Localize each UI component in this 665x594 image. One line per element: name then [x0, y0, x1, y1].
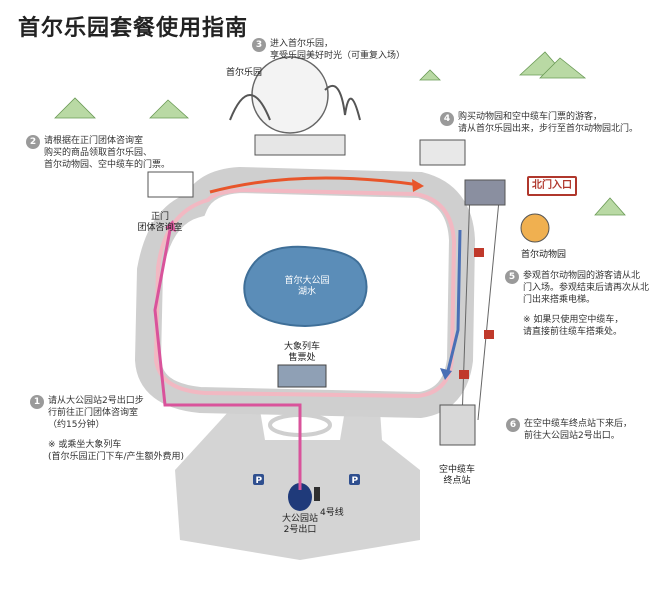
elephant-train-track [153, 187, 457, 399]
lake-label: 首尔大公园 湖水 [284, 276, 330, 297]
lake [243, 245, 368, 328]
main-gate-building [147, 171, 194, 198]
seoul-land-label: 首尔乐园 [226, 68, 263, 78]
main-gate-label: 正门 团体咨询室 [137, 212, 183, 233]
zoo-building [419, 139, 466, 166]
route-step1 [153, 229, 302, 490]
step-1-number: 1 [30, 395, 44, 409]
route-step6 [445, 229, 462, 376]
cable-line-right [477, 189, 501, 421]
cable-terminal-building [439, 404, 476, 446]
zoo-label: 首尔动物园 [521, 250, 567, 260]
step-2-text: 请根据在正门团体咨询室 购买的商品领取首尔乐园、 首尔动物园、空中缆车的门票。 [44, 136, 171, 170]
cable-car-icon [474, 248, 484, 257]
parking-sign-right [349, 474, 360, 485]
step-6-text: 在空中缆车终点站下来后， 前往大公园站2号出口。 [524, 419, 633, 441]
step-3-text: 进入首尔乐园， 享受乐园美好时光（可重复入场） [270, 39, 406, 61]
elephant-train-label: 大象列车 售票处 [283, 342, 320, 363]
north-gate-sign: 北门入口 [527, 176, 577, 196]
outer-road [134, 166, 476, 419]
seoul-land-dome [251, 56, 329, 134]
page-title: 首尔乐园套餐使用指南 [18, 16, 249, 41]
cable-car-icon [459, 370, 469, 379]
subway-exit-label: 大公园站 2号出口 [281, 514, 318, 535]
cable-station-building [464, 179, 506, 206]
subway-exit-icon [288, 483, 312, 511]
step-1-text: 请从大公园站2号出口步 行前往正门团体咨询室 （约15分钟） ※ 或乘坐大象列车… [48, 396, 185, 462]
cable-terminal-label: 空中缆车 终点站 [438, 465, 475, 486]
step-5-text: 参观首尔动物园的游客请从北 门入场。参观结束后请再次从北 门出来搭乘电梯。 ※ … [523, 271, 650, 337]
step-3-number: 3 [252, 38, 266, 52]
step-4-number: 4 [440, 112, 454, 126]
route-step3 [209, 176, 421, 194]
cable-car-icon [484, 330, 494, 339]
tree-decoration [54, 51, 626, 216]
train-ticket-building [277, 364, 327, 388]
step-4-text: 购买动物园和空中缆车门票的游客， 请从首尔乐园出来，步行至首尔动物园北门。 [458, 112, 639, 134]
step-2-number: 2 [26, 135, 40, 149]
cable-line-left [461, 189, 471, 421]
step-5-number: 5 [505, 270, 519, 284]
seoul-land-pavilion [254, 134, 346, 156]
parking-sign-left [253, 474, 264, 485]
tiger-mascot [520, 213, 550, 243]
line4-label: 4号线 [320, 508, 344, 518]
step-6-number: 6 [506, 418, 520, 432]
parking-right-text: P [352, 476, 359, 486]
parking-left-text: P [256, 476, 263, 486]
